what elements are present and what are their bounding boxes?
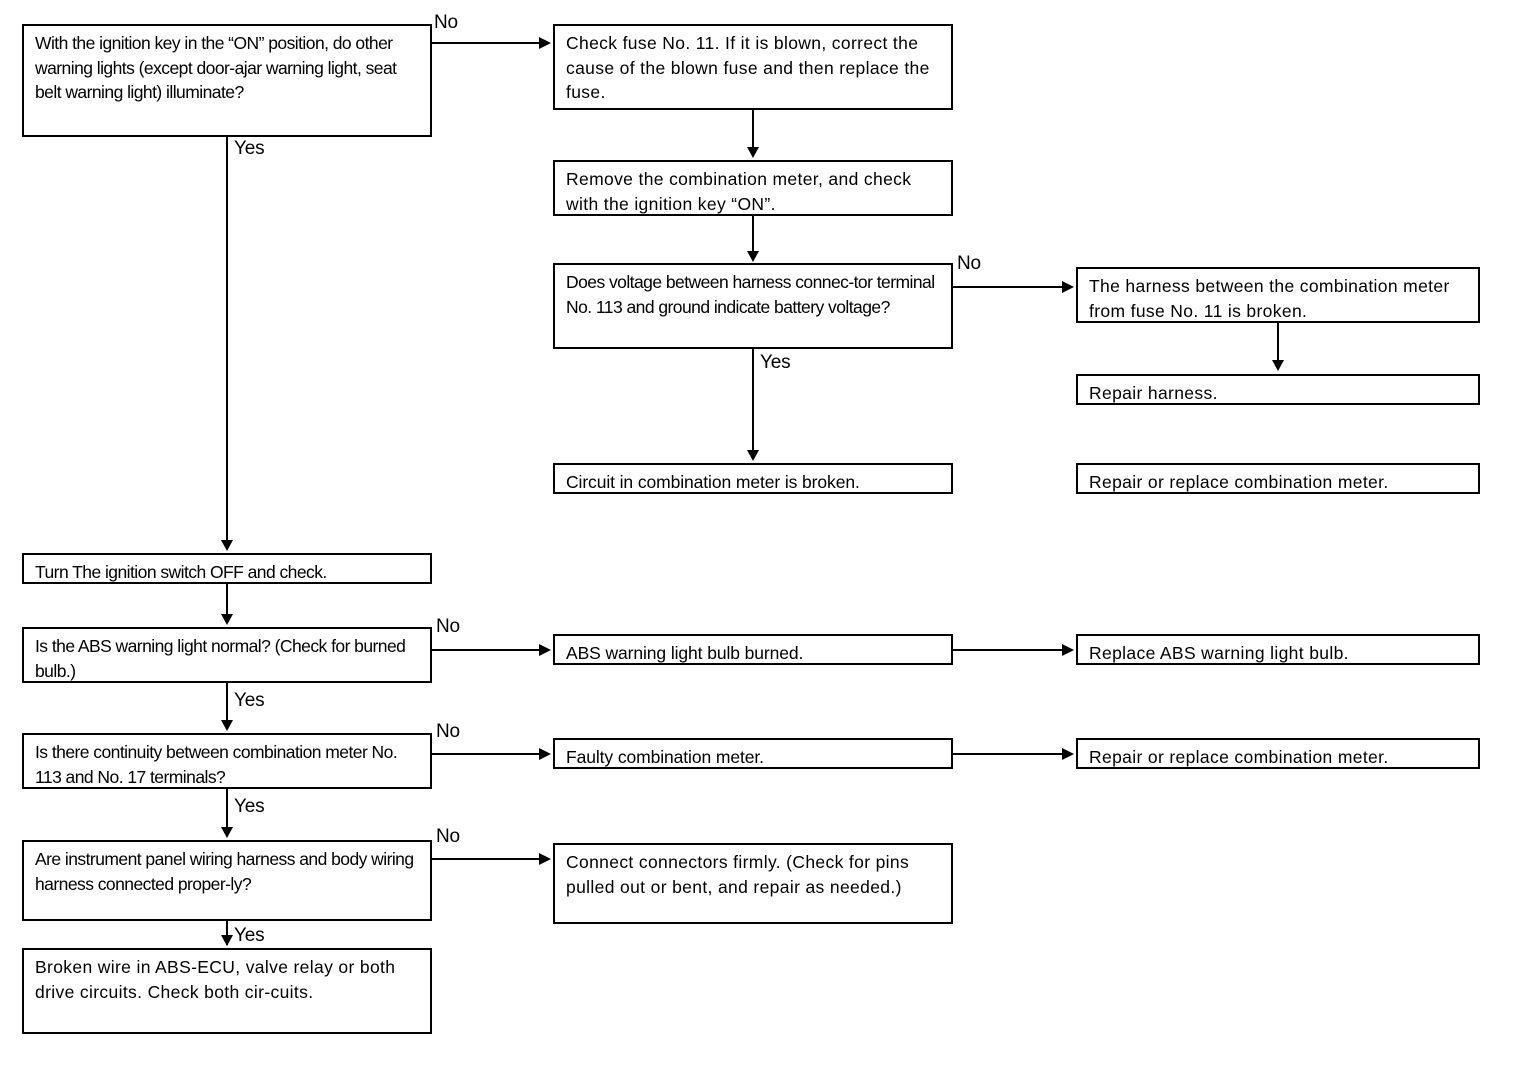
edge-r1-to-r2-line — [1277, 323, 1279, 360]
node-r8-repair-or-replace-meter-bottom[interactable]: Repair or replace combination meter. — [1076, 738, 1480, 769]
edge-q1-yes-line — [226, 137, 228, 540]
edge-a3-to-q3-arrowhead — [221, 614, 233, 625]
edge-a2-to-q2-line — [752, 216, 754, 252]
node-a2-remove-combination-meter[interactable]: Remove the combination meter, and check … — [553, 160, 953, 216]
edge-q1-no-arrowhead — [539, 37, 551, 49]
edge-a2-to-q2-arrowhead — [747, 251, 759, 262]
edge-q3-no-line — [432, 649, 539, 651]
edge-r5-to-r6-arrowhead — [1062, 644, 1074, 656]
edge-q4-yes-line — [226, 789, 228, 827]
edge-q5-yes-arrowhead — [221, 935, 233, 946]
edge-r1-to-r2-arrowhead — [1272, 360, 1284, 371]
node-q3-abs-warning-light-normal[interactable]: Is the ABS warning light normal? (Check … — [22, 627, 432, 683]
edge-q4-yes-arrowhead — [221, 827, 233, 838]
edge-label-q3-yes: Yes — [234, 690, 265, 711]
node-a1-check-fuse-11[interactable]: Check fuse No. 11. If it is blown, corre… — [553, 24, 953, 110]
edge-label-q5-no: No — [436, 826, 460, 847]
edge-q3-yes-arrowhead — [221, 720, 233, 731]
edge-a1-to-a2-arrowhead — [747, 147, 759, 158]
node-q2-voltage-check[interactable]: Does voltage between harness connec-tor … — [553, 263, 953, 349]
edge-a1-to-a2-line — [752, 110, 754, 147]
node-r1-harness-broken[interactable]: The harness between the combination mete… — [1076, 267, 1480, 323]
edge-r7-to-r8-line — [953, 753, 1063, 755]
edge-q2-yes-line — [752, 349, 754, 450]
edge-q5-yes-line — [226, 921, 228, 945]
edge-q4-no-arrowhead — [539, 748, 551, 760]
node-q5-wiring-harness-connected[interactable]: Are instrument panel wiring harness and … — [22, 840, 432, 921]
node-r10-broken-wire-abs-ecu[interactable]: Broken wire in ABS-ECU, valve relay or b… — [22, 948, 432, 1034]
node-q1-ignition-key-check[interactable]: With the ignition key in the “ON” positi… — [22, 24, 432, 137]
edge-q4-no-line — [432, 753, 539, 755]
edge-q1-yes-arrowhead — [221, 540, 233, 551]
node-r3-circuit-broken[interactable]: Circuit in combination meter is broken. — [553, 463, 953, 494]
edge-label-q3-no: No — [436, 616, 460, 637]
edge-label-q4-no: No — [436, 721, 460, 742]
edge-a3-to-q3-line — [226, 584, 228, 614]
edge-label-q4-yes: Yes — [234, 796, 265, 817]
edge-label-q2-yes: Yes — [760, 352, 791, 373]
edge-q2-no-line — [953, 286, 1063, 288]
edge-q3-yes-line — [226, 683, 228, 720]
edge-q5-no-line — [432, 858, 539, 860]
edge-q3-no-arrowhead — [539, 644, 551, 656]
node-a3-ignition-switch-off[interactable]: Turn The ignition switch OFF and check. — [22, 553, 432, 584]
edge-label-q1-no: No — [434, 12, 458, 33]
node-r9-connect-connectors[interactable]: Connect connectors firmly. (Check for pi… — [553, 843, 953, 924]
edge-q2-no-arrowhead — [1062, 281, 1074, 293]
node-r7-faulty-combination-meter[interactable]: Faulty combination meter. — [553, 738, 953, 769]
edge-q1-no-line — [432, 42, 539, 44]
node-q4-continuity-check[interactable]: Is there continuity between combination … — [22, 733, 432, 789]
edge-r7-to-r8-arrowhead — [1062, 748, 1074, 760]
node-r4-repair-or-replace-meter-top[interactable]: Repair or replace combination meter. — [1076, 463, 1480, 494]
edge-label-q1-yes: Yes — [234, 138, 265, 159]
node-r2-repair-harness[interactable]: Repair harness. — [1076, 374, 1480, 405]
node-r5-bulb-burned[interactable]: ABS warning light bulb burned. — [553, 634, 953, 665]
edge-label-q2-no: No — [957, 253, 981, 274]
edge-r5-to-r6-line — [953, 649, 1063, 651]
edge-q5-no-arrowhead — [539, 853, 551, 865]
node-r6-replace-bulb[interactable]: Replace ABS warning light bulb. — [1076, 634, 1480, 665]
edge-q2-yes-arrowhead — [747, 450, 759, 461]
edge-label-q5-yes: Yes — [234, 925, 265, 946]
